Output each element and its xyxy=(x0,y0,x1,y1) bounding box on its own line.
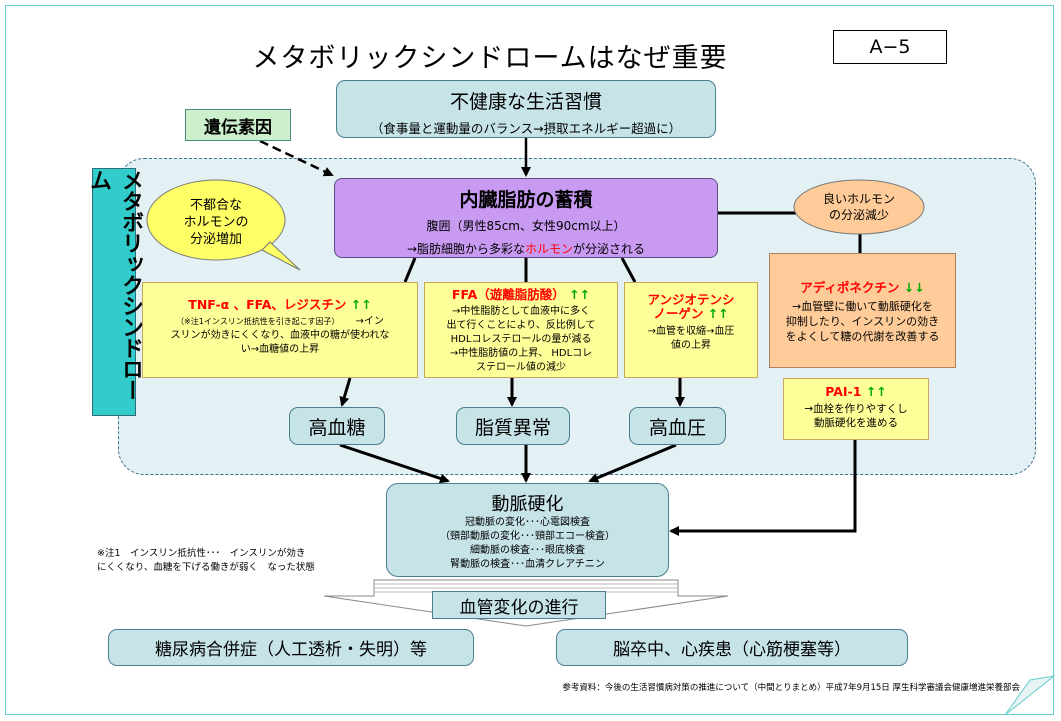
pai-line: 動脈硬化を進める xyxy=(814,417,898,429)
line-visceral-to-angio xyxy=(620,257,637,283)
good-hormone-bubble: 良いホルモン の分泌減少 xyxy=(794,180,924,234)
note-line: にくくなり、血糖を下げる働きが弱く なった状態 xyxy=(97,562,315,573)
visceral-title: 内臓脂肪の蓄積 xyxy=(459,189,593,211)
ffa-up-arrows: ↑↑ xyxy=(569,287,591,302)
adipo-heading: アディポネクチン ↓↓ xyxy=(770,280,955,295)
note-line: ※注1 インスリン抵抗性･･･ インスリンが効き xyxy=(97,548,306,559)
arrow-hypertension-to-athero xyxy=(588,443,677,483)
tnf-line3: い→血糖値の上昇 xyxy=(240,344,320,355)
reference-source: 参考資料：今後の生活習慣病対策の推進について（中間とりまとめ）平成7年9月15日… xyxy=(562,683,1020,693)
stroke-heart-disease-box: 脳卒中、心疾患（心筋梗塞等） xyxy=(556,629,908,666)
bad-hormone-bubble: 不都合な ホルモンの 分泌増加 xyxy=(147,181,285,263)
bad-hormone-line: 不都合な xyxy=(189,197,242,213)
tnf-note: （※注1インスリン抵抗性を引き起こす因子） xyxy=(176,317,336,326)
ffa-line: 出て行くことにより、反比例して xyxy=(446,320,596,331)
angiotensinogen-box: アンジオテンシ ノーゲン ↑↑ →血管を収縮→血圧 値の上昇 xyxy=(624,282,758,378)
bad-hormone-line: ホルモンの xyxy=(183,214,249,230)
ffa-line: HDLコレステロールの量が減る xyxy=(450,334,592,345)
pai-heading: PAI-1 ↑↑ xyxy=(784,385,928,399)
pai-line: →血栓を作りやすくし xyxy=(804,403,908,415)
ffa-title: FFA（遊離脂肪酸） xyxy=(451,287,565,302)
bad-hormone-bubble-shape xyxy=(146,179,301,271)
athero-line: 腎動脈の検査･･･血清クレアチニン xyxy=(450,559,605,570)
folded-corner xyxy=(1004,675,1056,716)
diabetes-complications-box: 糖尿病合併症（人工透析・失明）等 xyxy=(108,629,474,666)
athero-line: （頸部動脈の変化･･･頸部エコー検査） xyxy=(440,531,615,542)
arrow-tnf-to-hyperglycemia xyxy=(339,377,352,407)
genetic-factor-box: 遺伝素因 xyxy=(185,109,291,141)
arrow-pai-to-athero xyxy=(669,440,857,536)
adiponectin-box: アディポネクチン ↓↓ →血管壁に働いて動脈硬化を 抑制したり、インスリンの効き… xyxy=(769,253,956,368)
good-hormone-line: の分泌減少 xyxy=(828,208,889,222)
visceral-waist: 腹囲（男性85cm、女性90cm以上） xyxy=(426,219,626,233)
lifestyle-title: 不健康な生活習慣 xyxy=(449,91,602,113)
tnf-box: TNF-α 、FFA、レジスチン ↑↑ （※注1インスリン抵抗性を引き起こす因子… xyxy=(142,282,418,378)
tnf-note-line: （※注1インスリン抵抗性を引き起こす因子） →イン xyxy=(143,315,417,329)
adipo-down-arrows: ↓↓ xyxy=(903,280,925,295)
arrow-genetic-to-visceral xyxy=(259,139,334,177)
athero-line: 細動脈の検査･･･眼底検査 xyxy=(470,545,585,556)
ffa-line: →中性脂肪値の上昇、 HDLコレ xyxy=(449,348,593,359)
visceral-hormone-line: →脂肪細胞から多彩なホルモンが分泌される xyxy=(335,240,717,257)
dyslipidemia-box: 脂質異常 xyxy=(456,407,570,445)
angio-heading2: ノーゲン ↑↑ xyxy=(625,307,757,321)
ffa-box: FFA（遊離脂肪酸） ↑↑ →中性脂肪として血液中に多く 出て行くことにより、反… xyxy=(424,282,618,378)
visceral-fat-box: 内臓脂肪の蓄積 腹囲（男性85cm、女性90cm以上） →脂肪細胞から多彩なホル… xyxy=(334,178,718,258)
adipo-line: 抑制したり、インスリンの効き xyxy=(785,315,940,328)
metabolic-syndrome-label: メタボリックシンドローム xyxy=(86,168,143,416)
ffa-line: →中性脂肪として血液中に多く xyxy=(451,306,591,317)
visceral-hormone-post: が分泌される xyxy=(573,242,646,256)
atherosclerosis-box: 動脈硬化 冠動脈の変化･･･心電図検査 （頸部動脈の変化･･･頸部エコー検査） … xyxy=(386,483,669,577)
adipo-title: アディポネクチン xyxy=(800,280,900,295)
pai-title: PAI-1 xyxy=(825,384,862,399)
line-visceral-to-tnf xyxy=(403,257,417,283)
visceral-hormone-pre: →脂肪細胞から多彩な xyxy=(406,242,526,256)
athero-title: 動脈硬化 xyxy=(491,494,564,515)
pai-up-arrows: ↑↑ xyxy=(865,384,887,399)
slide-code-box: A−5 xyxy=(833,30,947,64)
athero-line: 冠動脈の変化･･･心電図検査 xyxy=(465,517,590,528)
tnf-line2: スリンが効きにくくなり、血液中の糖が使われな xyxy=(170,330,390,341)
lifestyle-sub: （食事量と運動量のバランス→摂取エネルギー超過に） xyxy=(370,121,682,136)
adipo-line: →血管壁に働いて動脈硬化を xyxy=(792,300,933,313)
good-hormone-bubble-shape xyxy=(793,179,925,235)
bad-hormone-line: 分泌増加 xyxy=(189,231,242,247)
pai1-box: PAI-1 ↑↑ →血栓を作りやすくし 動脈硬化を進める xyxy=(783,378,929,440)
adipo-line: をよくして糖の代謝を改善する xyxy=(785,330,940,343)
angio-title2: ノーゲン xyxy=(653,306,704,321)
ffa-heading: FFA（遊離脂肪酸） ↑↑ xyxy=(425,288,617,302)
slide-frame xyxy=(5,5,1054,715)
tnf-line1: →イン xyxy=(355,316,384,327)
hypertension-box: 高血圧 xyxy=(629,407,726,445)
angio-line: 値の上昇 xyxy=(671,340,711,351)
good-hormone-line: 良いホルモン xyxy=(822,192,895,206)
ffa-line: ステロール値の減少 xyxy=(476,362,566,373)
angio-up-arrows: ↑↑ xyxy=(707,306,729,321)
vascular-progress-label: 血管変化の進行 xyxy=(432,591,606,619)
angio-title1: アンジオテンシ xyxy=(647,292,735,307)
insulin-resistance-note: ※注1 インスリン抵抗性･･･ インスリンが効き にくくなり、血糖を下げる働きが… xyxy=(97,547,357,575)
tnf-title: TNF-α 、FFA、レジスチン xyxy=(188,297,347,312)
hyperglycemia-box: 高血糖 xyxy=(289,407,385,445)
arrow-hyperglycemia-to-athero xyxy=(339,443,450,484)
visceral-hormone-highlight: ホルモン xyxy=(525,242,574,256)
angio-line: →血管を収縮→血圧 xyxy=(647,326,735,337)
tnf-heading: TNF-α 、FFA、レジスチン ↑↑ xyxy=(143,298,417,312)
tnf-up-arrows: ↑↑ xyxy=(350,297,372,312)
unhealthy-lifestyle-box: 不健康な生活習慣 （食事量と運動量のバランス→摂取エネルギー超過に） xyxy=(336,80,716,138)
